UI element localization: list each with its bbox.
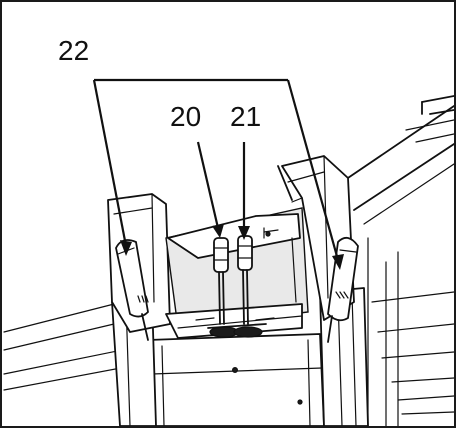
grip-handle-right <box>327 236 359 343</box>
leader-22 <box>92 78 344 270</box>
callout-22: 22 <box>58 35 89 66</box>
callout-20: 20 <box>170 101 201 132</box>
lever-base-disc <box>195 317 275 338</box>
lever-20 <box>213 237 229 325</box>
base-housing <box>111 287 369 426</box>
callout-21: 21 <box>230 101 261 132</box>
background-frame-lines <box>3 95 454 426</box>
leader-20 <box>196 141 224 238</box>
leader-21 <box>238 142 250 240</box>
lever-21 <box>237 235 253 325</box>
